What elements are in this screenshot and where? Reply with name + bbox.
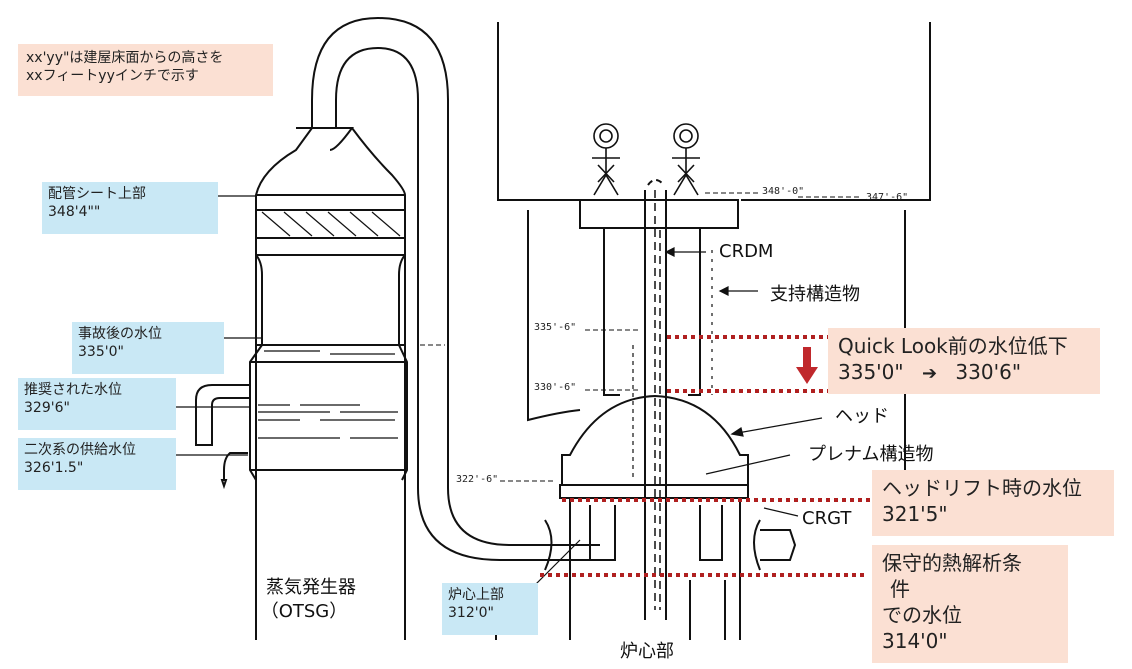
dim-335: 335'-6" (534, 322, 577, 333)
crdm-drawing (632, 179, 713, 620)
units-note: xx'yy"は建屋床面からの高さを xxフィートyyインチで示す (18, 44, 273, 96)
quick-look-from: 335'0" (838, 360, 904, 384)
sg-name: 蒸気発生器 (266, 577, 356, 598)
dim-348: 348'-0" (762, 186, 805, 197)
callout-title: 二次系の供給水位 (24, 442, 136, 458)
thermal-line1: 保守的熱解析条 (882, 551, 1022, 575)
dim-330: 330'-6" (534, 382, 577, 393)
callout-tubesheet-top: 配管シート上部 348'4"" (42, 182, 218, 234)
callout-title: 推奨された水位 (24, 382, 122, 398)
thermal-analysis-callout: 保守的熱解析条 件 での水位 314'0" (872, 545, 1068, 663)
dim-347: 347'-6" (866, 192, 909, 203)
thermal-value: 314'0" (882, 629, 948, 653)
head-lift-title: ヘッドリフト時の水位 (882, 476, 1082, 500)
callout-value: 348'4"" (48, 203, 101, 220)
callout-value: 326'1.5" (24, 459, 84, 476)
thermal-line3: での水位 (882, 603, 962, 627)
units-note-line2: xxフィートyyインチで示す (26, 67, 199, 84)
callout-value: 329'6" (24, 399, 70, 416)
dim-322: 322'-6" (456, 474, 499, 485)
quick-look-to: 330'6" (955, 360, 1022, 384)
plenum-label: プレナム構造物 (808, 444, 934, 465)
head-lift-value: 321'5" (882, 502, 948, 526)
reactor-vessel-drawing (495, 22, 931, 640)
right-arrow-icon: ➔ (921, 363, 938, 384)
callout-title: 炉心上部 (448, 587, 504, 603)
head-label: ヘッド (835, 406, 889, 427)
quick-look-title: Quick Look前の水位低下 (838, 334, 1068, 358)
callout-post-accident-level: 事故後の水位 335'0" (72, 322, 224, 374)
sg-abbr: （OTSG） (260, 601, 348, 623)
callout-value: 335'0" (78, 343, 124, 360)
callout-title: 事故後の水位 (78, 326, 162, 342)
callout-secondary-feed-level: 二次系の供給水位 326'1.5" (18, 438, 176, 490)
units-note-line1: xx'yy"は建屋床面からの高さを (26, 50, 224, 66)
crdm-label: CRDM (719, 241, 774, 262)
support-label: 支持構造物 (770, 284, 860, 305)
thermal-line2: 件 (890, 577, 910, 601)
core-label: 炉心部 (620, 641, 674, 662)
callout-value: 312'0" (448, 604, 494, 621)
quick-look-callout: Quick Look前の水位低下 335'0" ➔ 330'6" (828, 328, 1100, 394)
callout-title: 配管シート上部 (48, 186, 146, 202)
quick-look-values: 335'0" ➔ 330'6" (838, 359, 1090, 385)
sg-label: 蒸気発生器 （OTSG） (261, 576, 356, 625)
callout-recommended-level: 推奨された水位 329'6" (18, 378, 176, 430)
operator-figures (592, 123, 700, 196)
callout-core-top: 炉心上部 312'0" (442, 583, 538, 635)
steam-generator-drawing (195, 16, 600, 640)
crgt-label: CRGT (802, 508, 852, 529)
head-lift-callout: ヘッドリフト時の水位 321'5" (872, 470, 1114, 536)
water-level-lines (540, 335, 872, 577)
level-drop-arrow (796, 347, 818, 384)
